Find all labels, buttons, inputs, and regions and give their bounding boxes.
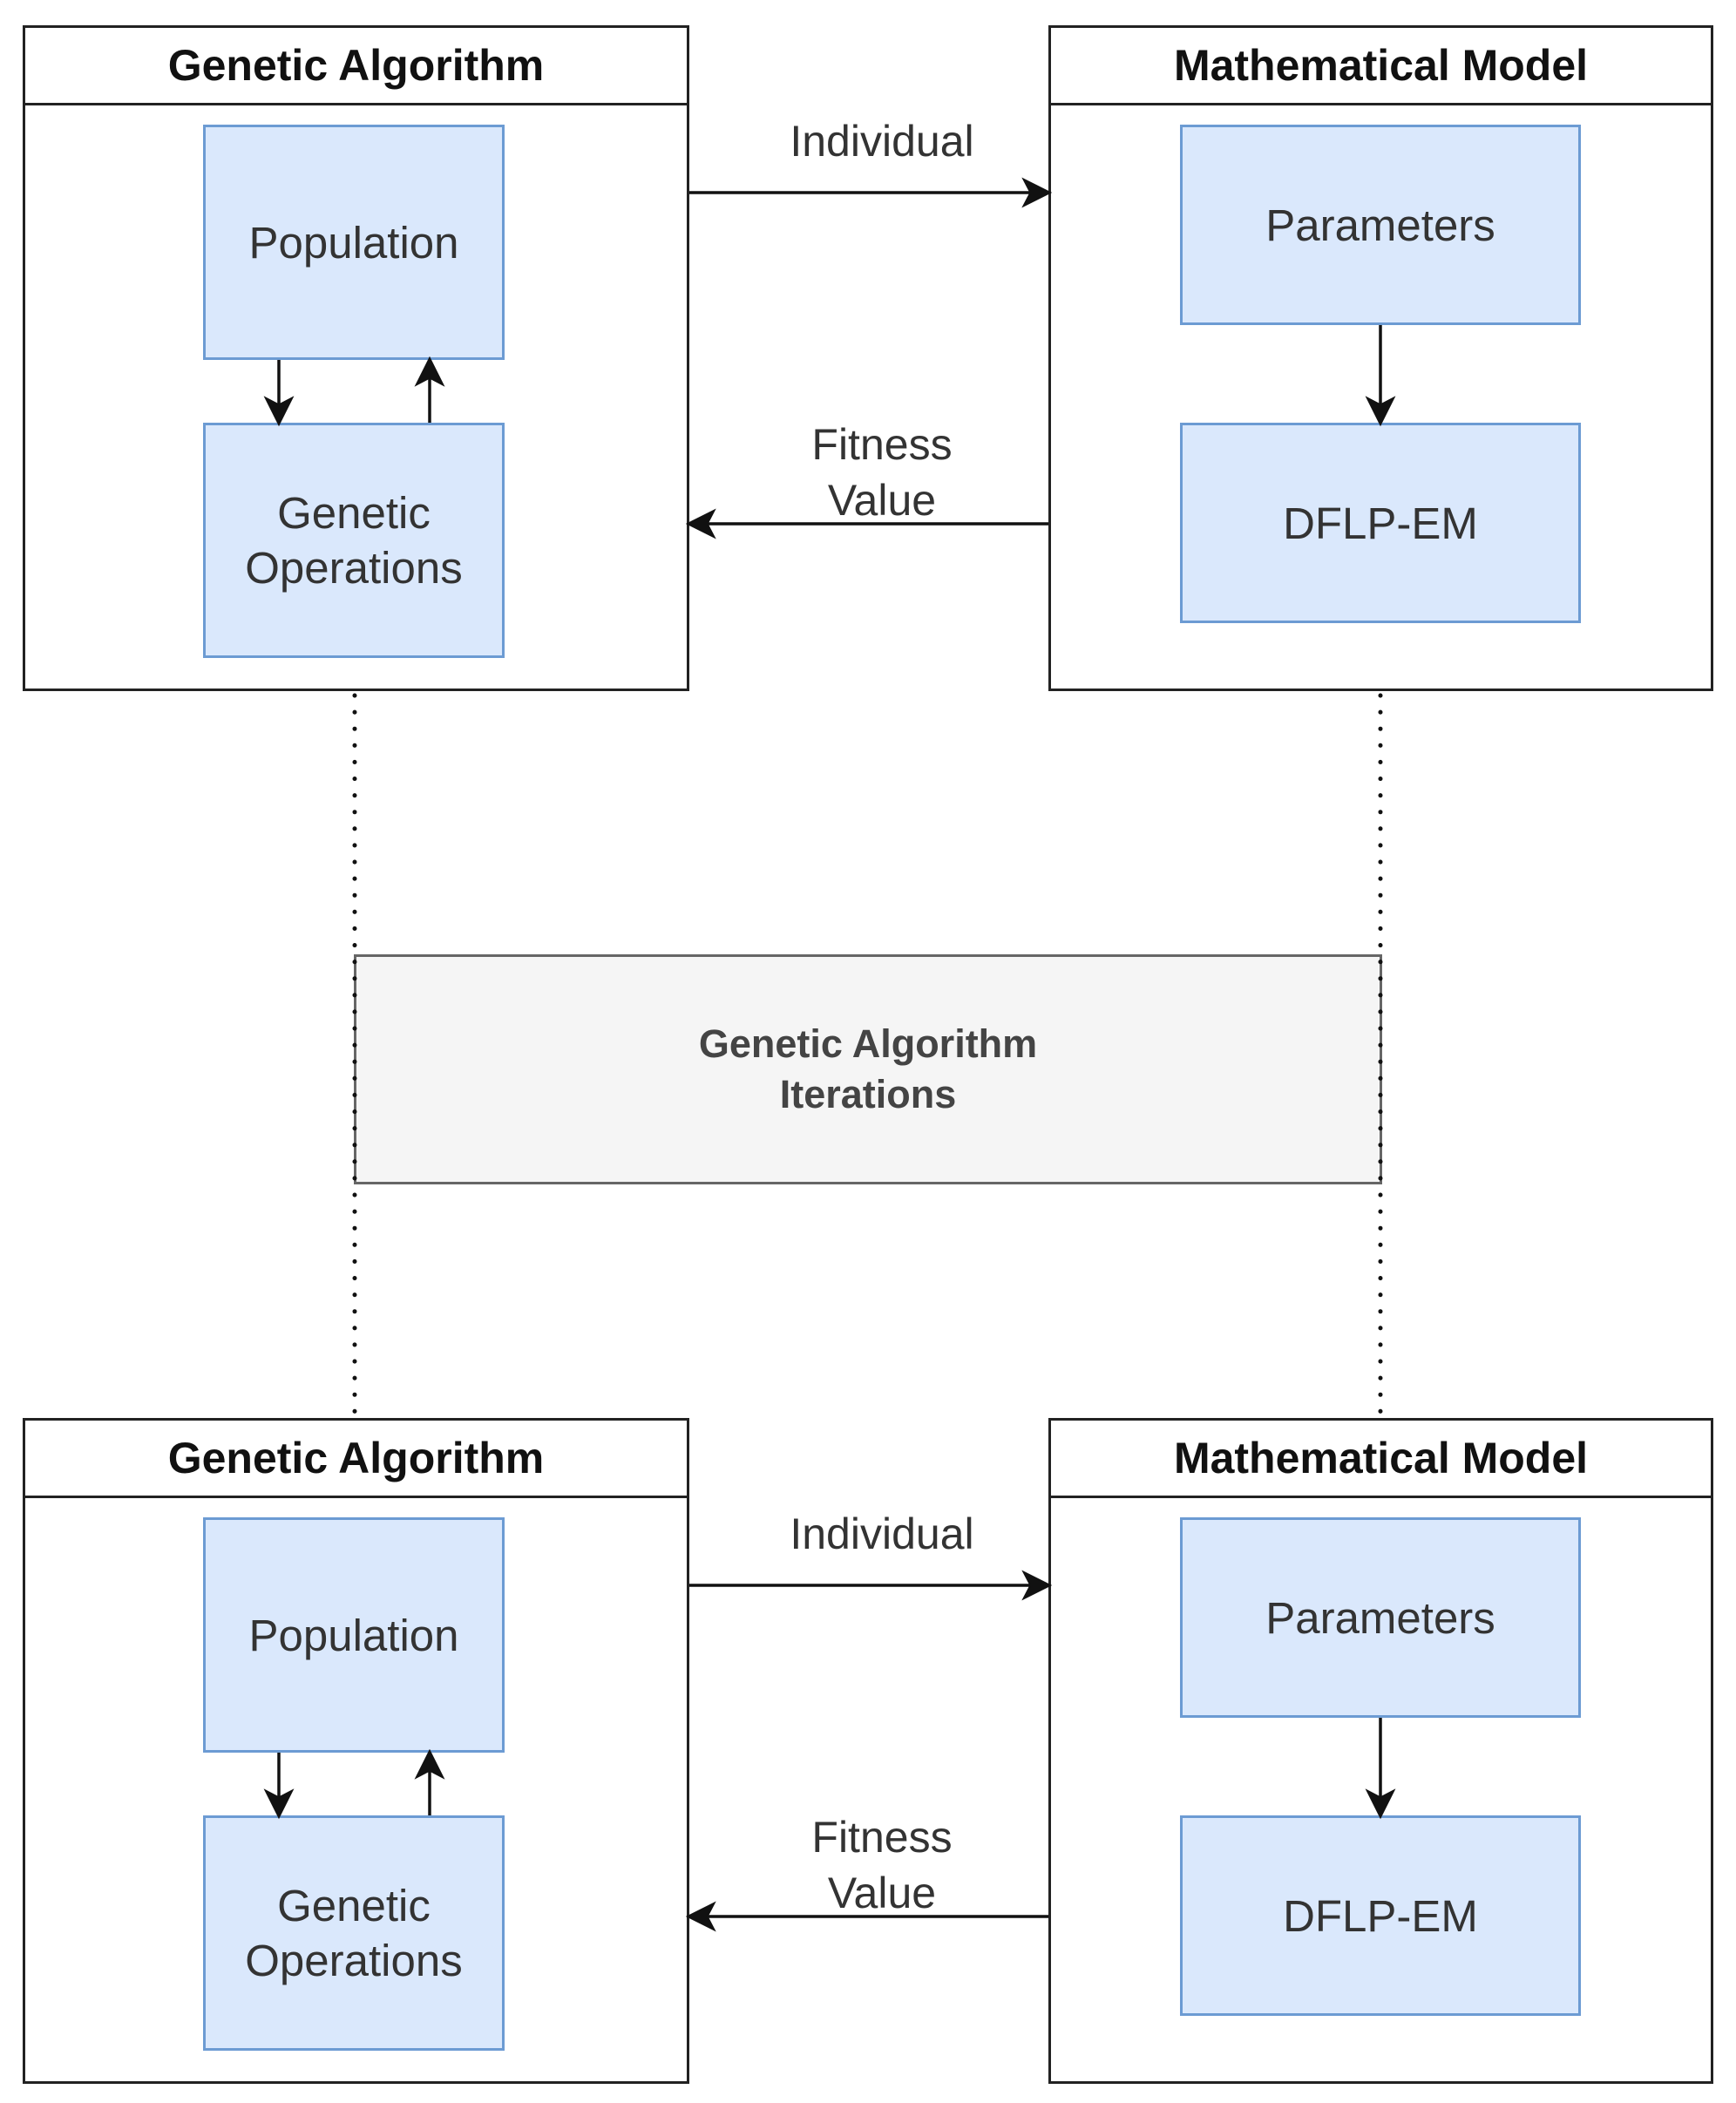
top-parameters-box: Parameters: [1180, 125, 1581, 325]
top-genetic-operations-box: Genetic Operations: [203, 423, 505, 658]
bottom-parameters-box: Parameters: [1180, 1517, 1581, 1718]
top-population-box: Population: [203, 125, 505, 360]
bottom-dflp-em-box: DFLP-EM: [1180, 1815, 1581, 2016]
top-individual-label: Individual: [790, 117, 974, 166]
bottom-genetic-operations-label: Genetic Operations: [245, 1881, 463, 1985]
top-parameters-label: Parameters: [1265, 200, 1495, 250]
genetic-algorithm-iterations-label: Genetic Algorithm Iterations: [698, 1021, 1038, 1116]
bottom-population-box: Population: [203, 1517, 505, 1753]
top-genetic-operations-label: Genetic Operations: [245, 488, 463, 593]
bottom-genetic-operations-box: Genetic Operations: [203, 1815, 505, 2051]
top-dflp-em-box: DFLP-EM: [1180, 423, 1581, 623]
bottom-fitness-value-label: Fitness Value: [811, 1813, 953, 1917]
top-mathematical-model-title: Mathematical Model: [1051, 28, 1711, 105]
bottom-mathematical-model-title: Mathematical Model: [1051, 1421, 1711, 1498]
bottom-population-label: Population: [248, 1610, 459, 1660]
top-genetic-algorithm-title: Genetic Algorithm: [25, 28, 687, 105]
top-fitness-value-label: Fitness Value: [811, 420, 953, 525]
top-dflp-em-label: DFLP-EM: [1283, 498, 1478, 548]
top-population-label: Population: [248, 217, 459, 268]
bottom-parameters-label: Parameters: [1265, 1592, 1495, 1643]
bottom-individual-label: Individual: [790, 1509, 974, 1558]
bottom-genetic-algorithm-title: Genetic Algorithm: [25, 1421, 687, 1498]
genetic-algorithm-iterations-box: Genetic Algorithm Iterations: [354, 954, 1382, 1184]
bottom-dflp-em-label: DFLP-EM: [1283, 1890, 1478, 1941]
